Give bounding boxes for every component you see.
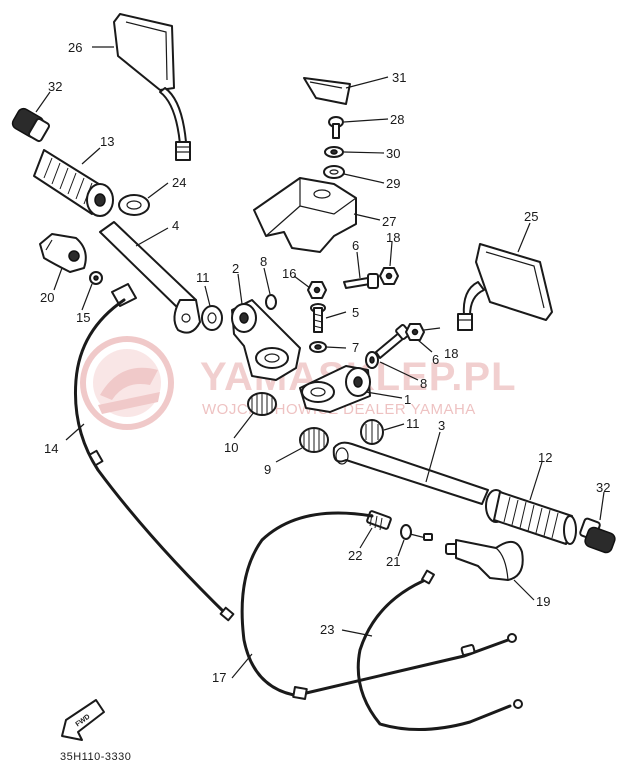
callout-11-left: 11 [196, 270, 210, 285]
callout-6-upper: 6 [352, 238, 359, 253]
callout-24: 24 [172, 175, 186, 190]
part-22-cable-adjuster [366, 510, 392, 531]
callout-27: 27 [382, 214, 396, 229]
part-1-handlebar-holder-right [299, 365, 371, 413]
part-6-bolt-lower [375, 324, 411, 359]
part-4-handlebar-left [99, 221, 201, 334]
callout-17: 17 [212, 670, 226, 685]
callout-18-upper: 18 [386, 230, 400, 245]
callout-15: 15 [76, 310, 90, 325]
fwd-arrow-icon: FWD [61, 699, 105, 741]
part-8-washer-upper [265, 294, 277, 310]
watermark-logo [80, 336, 174, 430]
part-14-clutch-cable [74, 283, 235, 622]
callout-8-lower: 8 [420, 376, 427, 391]
part-16-nut [307, 281, 327, 299]
callout-6-lower: 6 [432, 352, 439, 367]
callout-19: 19 [536, 594, 550, 609]
part-2-handlebar-holder-left [231, 299, 301, 381]
part-24-collar [118, 194, 150, 216]
callout-10: 10 [224, 440, 238, 455]
callout-29: 29 [386, 176, 400, 191]
part-32-grip-end-right [579, 517, 616, 554]
callout-3: 3 [438, 418, 445, 433]
part-19-throttle-housing [445, 539, 524, 581]
callout-11-right: 11 [406, 416, 420, 431]
callout-32-left: 32 [48, 79, 62, 94]
callout-25: 25 [524, 209, 538, 224]
part-31-cap [303, 77, 351, 105]
part-25-mirror-right [457, 243, 553, 331]
callout-8-upper: 8 [260, 254, 267, 269]
part-10-rubber-damper [247, 392, 277, 416]
part-12-throttle-grip [485, 489, 577, 545]
callout-2: 2 [232, 261, 239, 276]
part-15-cable-adjuster [89, 271, 103, 285]
callout-23: 23 [320, 622, 334, 637]
callout-labels: 26 32 13 24 4 20 15 14 31 28 30 29 27 25… [40, 40, 610, 685]
part-18-nut-upper [379, 267, 399, 285]
part-5-bolt [310, 303, 326, 333]
callout-16: 16 [282, 266, 296, 281]
part-21-cable-end [400, 524, 433, 541]
part-23-throttle-cable [300, 569, 523, 731]
part-7-washer [309, 341, 327, 353]
callout-20: 20 [40, 290, 54, 305]
callout-28: 28 [390, 112, 404, 127]
callout-7: 7 [352, 340, 359, 355]
part-11-damper-right [360, 419, 384, 445]
callout-18-lower: 18 [444, 346, 458, 361]
part-29-damper [323, 165, 345, 179]
callout-32-right: 32 [596, 480, 610, 495]
callout-9: 9 [264, 462, 271, 477]
callout-30: 30 [386, 146, 400, 161]
callout-5: 5 [352, 305, 359, 320]
part-27-upper-bracket [253, 177, 357, 253]
callout-26: 26 [68, 40, 82, 55]
callout-31: 31 [392, 70, 406, 85]
part-8-washer-lower [365, 351, 379, 369]
part-9-rubber-damper [299, 427, 329, 453]
diagram-code: 35H110-3330 [60, 751, 131, 763]
callout-14: 14 [44, 441, 58, 456]
leader-lines [35, 46, 605, 679]
part-17-choke-cable [240, 511, 374, 700]
callout-1: 1 [404, 392, 411, 407]
callout-22: 22 [348, 548, 362, 563]
part-20-lever-holder-left [39, 233, 87, 273]
callout-12: 12 [538, 450, 552, 465]
callout-21: 21 [386, 554, 400, 569]
part-3-handlebar-right [332, 441, 489, 505]
part-6-bolt-upper [343, 273, 379, 289]
part-11-damper-left [201, 305, 223, 331]
callout-13: 13 [100, 134, 114, 149]
part-28-bolt [328, 116, 344, 139]
callout-4: 4 [172, 218, 179, 233]
part-32-grip-end-left [11, 107, 50, 143]
part-26-mirror-left [113, 13, 191, 161]
part-18-nut-lower [405, 323, 425, 341]
part-13-grip-left [33, 149, 114, 217]
part-30-washer [324, 146, 344, 158]
